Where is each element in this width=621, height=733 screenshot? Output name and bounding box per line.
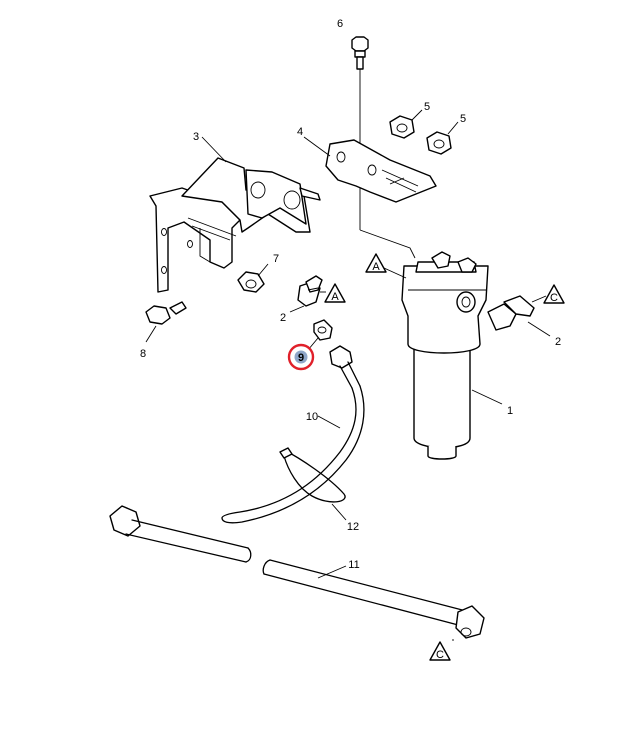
callout-9-label: 9 [298,352,304,364]
callout-5-left: 5 [424,101,430,113]
callout-10: 10 [306,411,318,423]
bracket-4[interactable] [325,139,437,203]
nut-5-left[interactable] [389,115,415,139]
ref-triangle-C-bottom [429,641,451,661]
clip-12[interactable] [279,447,346,503]
ref-label-C-bottom: C [436,649,444,661]
ref-label-A-fitting: A [331,291,339,303]
callout-4: 4 [297,126,303,138]
callout-11: 11 [348,559,359,571]
callout-2-right: 2 [555,336,561,348]
callout-3: 3 [193,131,199,143]
callout-8: 8 [140,348,146,360]
callout-6: 6 [337,18,343,30]
ref-triangle-C-right [543,284,565,304]
bracket-3[interactable] [149,157,321,293]
highlighted-callout-9[interactable]: 9 [287,343,315,371]
callout-12: 12 [347,521,359,533]
ref-triangle-A-fitting [324,283,346,303]
nut-7[interactable] [237,271,265,293]
elbow-fitting-2-left[interactable] [297,275,323,307]
callout-7: 7 [273,253,279,265]
callout-5-right: 5 [460,113,466,125]
callout-1: 1 [507,405,513,417]
nut-5-right[interactable] [426,131,452,155]
callout-2-left: 2 [280,312,286,324]
ref-triangle-A-filter [365,253,387,273]
adapter-9[interactable] [313,319,333,341]
bolt-6[interactable] [351,36,369,70]
pipe-11[interactable] [109,505,485,639]
bolt-8[interactable] [145,301,187,325]
ref-label-C-right: C [550,292,558,304]
hose-10[interactable] [221,345,365,524]
elbow-fitting-2-right[interactable] [487,295,535,331]
filter-housing-1[interactable] [401,251,489,460]
ref-label-A-filter: A [372,261,380,273]
